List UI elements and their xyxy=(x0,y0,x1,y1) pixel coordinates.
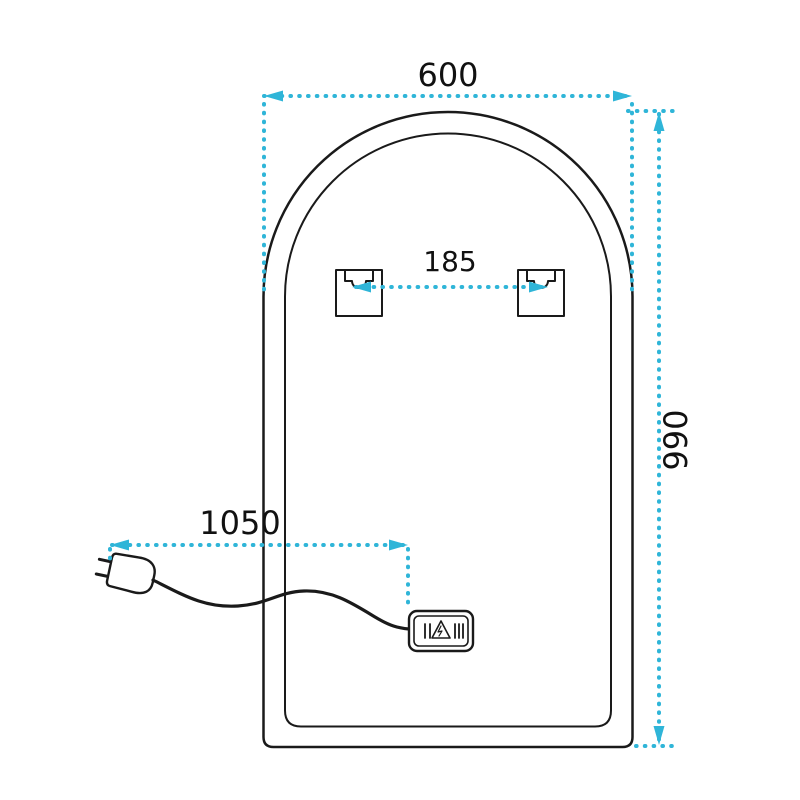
junction-box-terminal-marks xyxy=(454,623,464,639)
power-plug-icon xyxy=(94,552,156,595)
mirror-inner-outline xyxy=(284,132,612,728)
arrow-right-icon xyxy=(613,90,632,102)
mirror-drawing xyxy=(94,110,634,749)
dimensions xyxy=(108,90,678,748)
junction-box-inner xyxy=(413,615,469,647)
dimension-height xyxy=(626,109,678,748)
arrow-left-icon xyxy=(352,281,371,293)
mounting-bracket-left xyxy=(335,269,383,317)
dimension-cable-length xyxy=(108,539,410,610)
height-dimension-label: 990 xyxy=(657,409,695,470)
dimension-labels: 600 990 185 1050 xyxy=(199,56,695,542)
junction-box-icon xyxy=(407,609,475,653)
arrow-right-icon xyxy=(389,539,408,551)
keyhole-bracket-icon xyxy=(517,269,565,317)
plug-body xyxy=(105,552,156,595)
dimension-bracket-spacing xyxy=(352,281,548,293)
cable-length-dimension-label: 1050 xyxy=(199,504,280,542)
lightning-bolt-icon xyxy=(437,625,443,637)
warning-triangle-icon xyxy=(431,620,451,639)
arrow-left-icon xyxy=(110,539,129,551)
arrow-left-icon xyxy=(264,90,283,102)
width-dimension-label: 600 xyxy=(417,56,478,94)
dimension-width xyxy=(262,90,634,294)
bracket-spacing-dimension-label: 185 xyxy=(423,245,476,278)
mounting-bracket-right xyxy=(517,269,565,317)
arrow-up-icon xyxy=(653,112,665,131)
arrow-down-icon xyxy=(653,726,665,745)
keyhole-bracket-icon xyxy=(335,269,383,317)
junction-box-terminal-marks xyxy=(424,623,431,639)
power-cable xyxy=(151,578,411,631)
arrow-right-icon xyxy=(529,281,548,293)
